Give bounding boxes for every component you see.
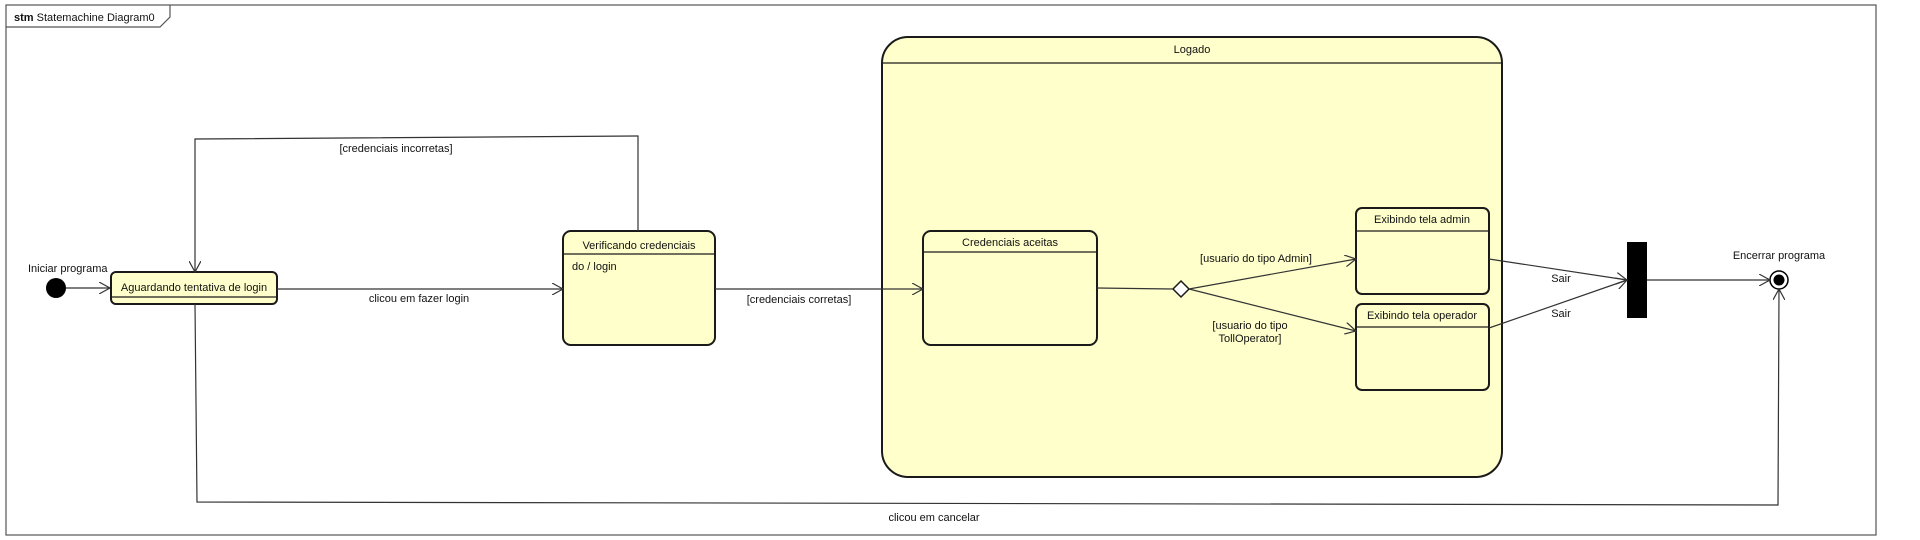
- transition-sair-admin-label: Sair: [1551, 273, 1571, 285]
- transition-to-choice: [1096, 287, 1174, 290]
- state-aceitas-label: Credenciais aceitas: [962, 237, 1058, 249]
- frame-name: Statemachine Diagram0: [37, 12, 155, 24]
- state-operador-label: Exibindo tela operador: [1367, 310, 1477, 322]
- transition-sair-operador-label: Sair: [1551, 308, 1571, 320]
- choice-pseudostate: [1171, 279, 1191, 299]
- state-aceitas: Credenciais aceitas: [922, 230, 1098, 346]
- frame-title: stm Statemachine Diagram0: [14, 12, 155, 24]
- state-verificando: Verificando credenciais do / login: [562, 230, 716, 346]
- transition-incorretas-label: [credenciais incorretas]: [339, 143, 452, 155]
- frame-keyword: stm: [14, 12, 34, 24]
- transition-fazer-login-label: clicou em fazer login: [369, 293, 469, 305]
- transition-sair-operador: [1488, 280, 1627, 329]
- transition-admin: [1188, 259, 1356, 290]
- transition-admin-label: [usuario do tipo Admin]: [1200, 253, 1312, 265]
- state-aguardando: Aguardando tentativa de login: [110, 271, 278, 305]
- state-admin-label: Exibindo tela admin: [1374, 214, 1470, 226]
- final-state: [1769, 270, 1789, 290]
- transition-operador-label-2: TollOperator]: [1219, 333, 1282, 345]
- diagram-frame: [5, 4, 1877, 536]
- state-logado-label: Logado: [1174, 44, 1211, 56]
- transition-sair-admin: [1488, 258, 1627, 280]
- transition-operador: [1188, 288, 1356, 331]
- transition-cancelar-label: clicou em cancelar: [888, 512, 979, 524]
- transition-operador-label-1: [usuario do tipo: [1212, 320, 1287, 332]
- initial-pseudostate: [46, 278, 66, 298]
- state-logado: Logado: [881, 36, 1503, 478]
- transition-corretas-label: [credenciais corretas]: [747, 294, 852, 306]
- frame-tab: [6, 5, 171, 28]
- transition-incorretas: [195, 135, 639, 272]
- final-label: Encerrar programa: [1733, 250, 1826, 262]
- state-verificando-label: Verificando credenciais: [582, 240, 696, 252]
- join-bar: [1627, 242, 1647, 318]
- state-aguardando-label: Aguardando tentativa de login: [121, 282, 267, 294]
- transition-cancelar: [194, 289, 1779, 506]
- state-operador: Exibindo tela operador: [1355, 303, 1490, 391]
- state-verificando-activity: do / login: [572, 261, 617, 273]
- state-admin: Exibindo tela admin: [1355, 207, 1490, 295]
- initial-label: Iniciar programa: [28, 263, 108, 275]
